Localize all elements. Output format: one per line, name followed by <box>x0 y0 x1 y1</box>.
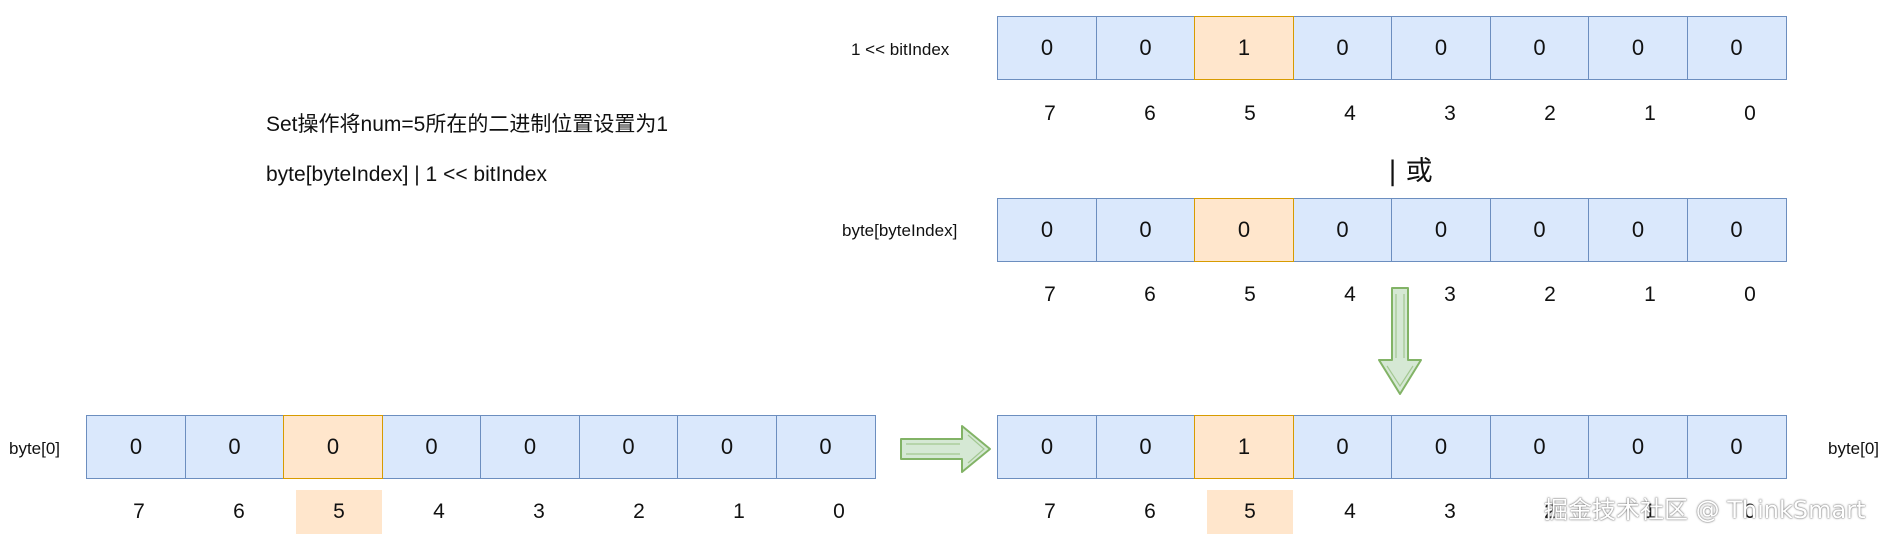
expression-text: byte[byteIndex] | 1 << bitIndex <box>266 163 547 186</box>
bit-cell: 0 <box>997 415 1097 479</box>
bit-cell: 0 <box>997 198 1097 262</box>
bit-index-highlighted: 5 <box>296 490 382 534</box>
byte-index-row-label: byte[byteIndex] <box>842 221 958 240</box>
bit-index: 4 <box>433 500 445 523</box>
before-bit-row: 0 0 0 0 0 0 0 0 <box>86 415 876 481</box>
mask-index-row: 7 6 5 4 3 2 1 0 <box>1000 92 1800 136</box>
bit-index: 6 <box>1144 102 1156 125</box>
bit-index: 7 <box>133 500 145 523</box>
bit-index: 2 <box>633 500 645 523</box>
bit-cell: 0 <box>677 415 777 479</box>
description-text: Set操作将num=5所在的二进制位置设置为1 <box>266 113 668 136</box>
bit-index: 1 <box>1644 500 1656 523</box>
bit-cell: 0 <box>1292 198 1393 262</box>
bit-index: 1 <box>1644 102 1656 125</box>
or-operator-label: | 或 <box>1388 156 1433 187</box>
bit-cell: 0 <box>1686 415 1787 479</box>
bit-cell: 0 <box>1489 198 1590 262</box>
bit-cell: 0 <box>86 415 186 479</box>
bit-cell: 0 <box>1686 198 1787 262</box>
down-arrow-icon <box>1378 287 1422 395</box>
bit-cell-highlighted: 0 <box>283 415 383 479</box>
after-bit-row: 0 0 1 0 0 0 0 0 <box>997 415 1787 481</box>
bit-cell: 0 <box>1391 16 1491 80</box>
bit-index: 7 <box>1044 283 1056 306</box>
bit-cell: 0 <box>1095 415 1196 479</box>
bit-index: 6 <box>1144 500 1156 523</box>
before-index-row: 7 6 5 4 3 2 1 0 <box>89 490 889 534</box>
bit-index: 2 <box>1544 283 1556 306</box>
bit-index: 0 <box>1744 500 1756 523</box>
bit-index: 3 <box>533 500 545 523</box>
bit-index: 5 <box>1244 102 1256 125</box>
bit-cell-highlighted: 1 <box>1194 415 1294 479</box>
bit-cell: 0 <box>1095 16 1196 80</box>
bit-index: 7 <box>1044 500 1056 523</box>
bit-index: 4 <box>1344 500 1356 523</box>
bit-cell: 0 <box>1292 415 1393 479</box>
mask-bit-row: 0 0 1 0 0 0 0 0 <box>997 16 1787 82</box>
bit-index: 5 <box>1244 283 1256 306</box>
bit-cell-highlighted: 1 <box>1194 16 1294 80</box>
bit-index: 3 <box>1444 102 1456 125</box>
bit-cell: 0 <box>997 16 1097 80</box>
bit-index: 1 <box>1644 283 1656 306</box>
bit-index: 6 <box>1144 283 1156 306</box>
bit-cell: 0 <box>184 415 285 479</box>
bit-index: 3 <box>1444 283 1456 306</box>
bit-cell: 0 <box>1588 16 1688 80</box>
bit-cell: 0 <box>1292 16 1393 80</box>
bit-index: 0 <box>1744 102 1756 125</box>
bit-cell-highlighted: 0 <box>1194 198 1294 262</box>
bit-cell: 0 <box>775 415 876 479</box>
bit-cell: 0 <box>1588 415 1688 479</box>
bit-cell: 0 <box>1391 198 1491 262</box>
bit-index: 4 <box>1344 102 1356 125</box>
after-row-label: byte[0] <box>1828 439 1880 458</box>
bit-index: 7 <box>1044 102 1056 125</box>
bit-cell: 0 <box>1489 415 1590 479</box>
bit-index: 3 <box>1444 500 1456 523</box>
bit-index: 2 <box>1544 102 1556 125</box>
bit-cell: 0 <box>1588 198 1688 262</box>
watermark: 掘金技术社区 @ ThinkSmart <box>1544 496 1866 524</box>
bit-cell: 0 <box>480 415 580 479</box>
mask-row-label: 1 << bitIndex <box>851 40 950 59</box>
bit-cell: 0 <box>1391 415 1491 479</box>
bit-cell: 0 <box>1095 198 1196 262</box>
bit-index: 6 <box>233 500 245 523</box>
bit-index-highlighted: 5 <box>1207 490 1293 534</box>
bit-index: 4 <box>1344 283 1356 306</box>
bit-index: 1 <box>733 500 745 523</box>
before-row-label: byte[0] <box>9 439 61 458</box>
bit-index: 0 <box>1744 283 1756 306</box>
right-arrow-icon <box>900 425 991 473</box>
byte-index-bit-row: 0 0 0 0 0 0 0 0 <box>997 198 1787 264</box>
bit-cell: 0 <box>578 415 679 479</box>
bit-cell: 0 <box>1489 16 1590 80</box>
after-index-row: 7 6 5 4 3 2 1 0 <box>1000 490 1800 534</box>
bit-index: 2 <box>1544 500 1556 523</box>
byte-index-index-row: 7 6 5 4 3 2 1 0 <box>1000 273 1800 317</box>
bit-cell: 0 <box>1686 16 1787 80</box>
bit-index: 0 <box>833 500 845 523</box>
bit-cell: 0 <box>381 415 482 479</box>
